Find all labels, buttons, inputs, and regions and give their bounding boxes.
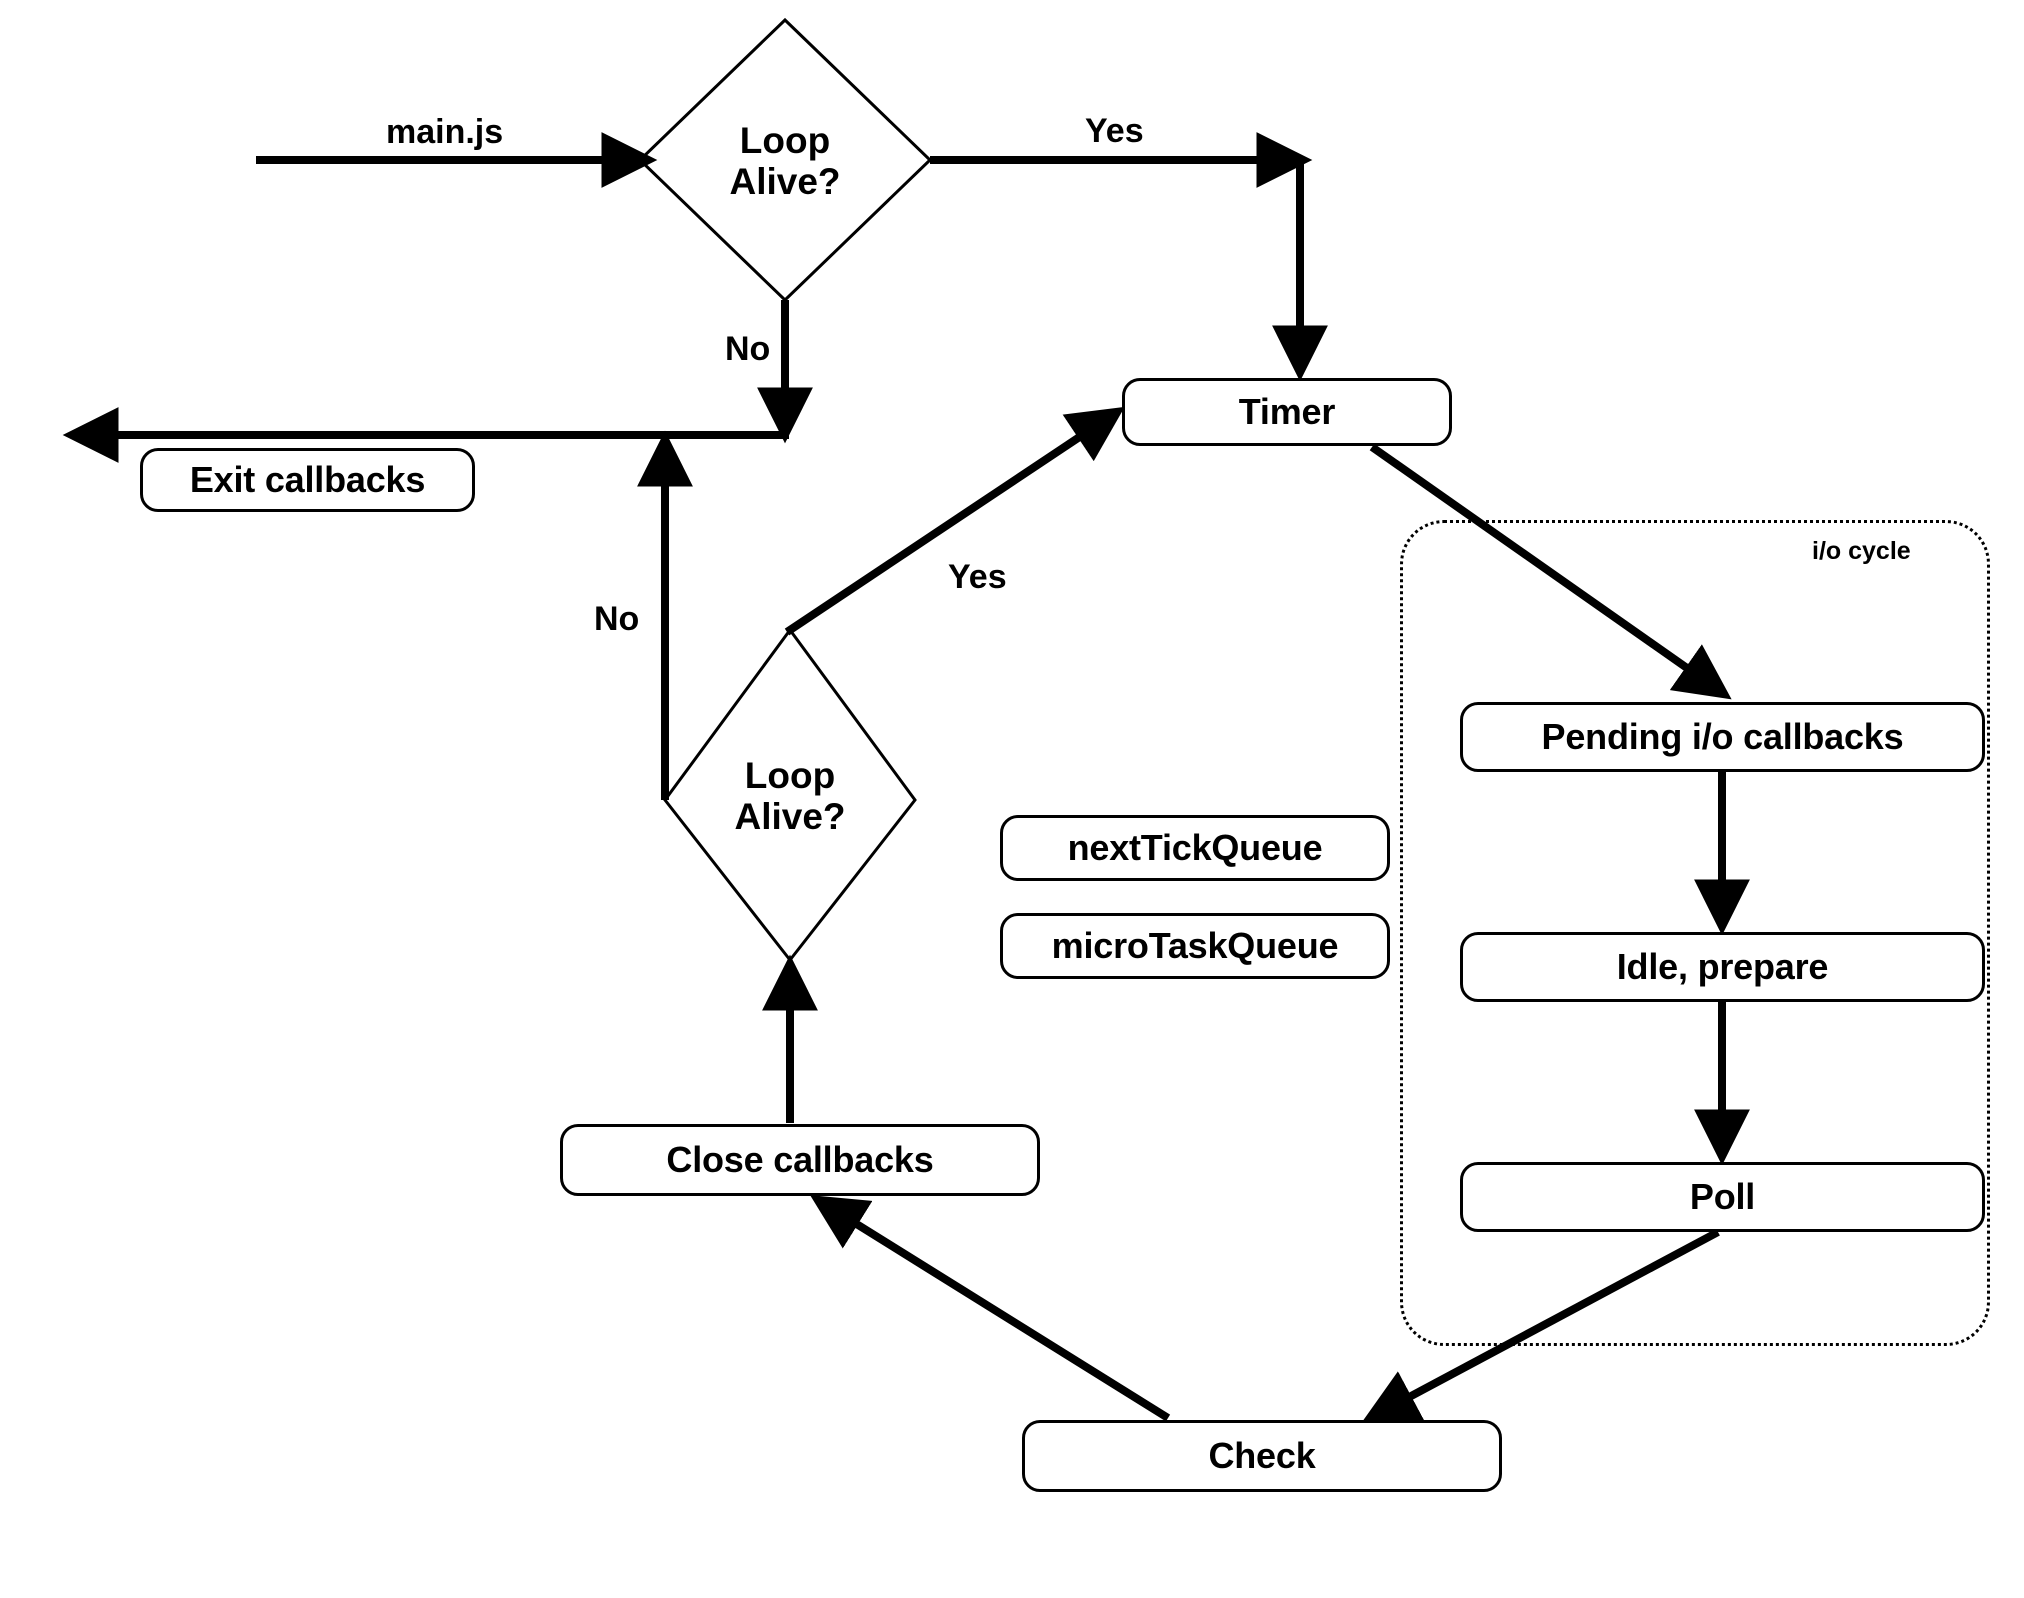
group-io-cycle — [1400, 520, 1990, 1346]
edge-label-no-top: No — [725, 330, 771, 368]
node-timer[interactable]: Timer — [1122, 378, 1452, 446]
edge-loop-alive-2-yes-to-timer — [784, 406, 1125, 636]
node-next-tick-queue-label: nextTickQueue — [1067, 827, 1323, 868]
node-micro-task-queue[interactable]: microTaskQueue — [1000, 913, 1390, 979]
edge-poll-to-check — [1361, 1228, 1720, 1423]
node-pending-io-callbacks[interactable]: Pending i/o callbacks — [1460, 702, 1985, 772]
node-micro-task-queue-label: microTaskQueue — [1051, 925, 1339, 966]
edge-label-yes-top: Yes — [1085, 112, 1144, 150]
node-poll-label: Poll — [1689, 1176, 1756, 1217]
node-pending-io-callbacks-label: Pending i/o callbacks — [1541, 716, 1904, 757]
node-poll[interactable]: Poll — [1460, 1162, 1985, 1232]
edge-label-yes-bottom: Yes — [948, 558, 1007, 596]
node-close-callbacks[interactable]: Close callbacks — [560, 1124, 1040, 1196]
node-check[interactable]: Check — [1022, 1420, 1502, 1492]
node-idle-prepare-label: Idle, prepare — [1616, 946, 1829, 987]
edge-label-no-bottom: No — [594, 600, 640, 638]
decision-loop-alive-2-shape — [663, 627, 917, 963]
node-check-label: Check — [1208, 1435, 1316, 1476]
group-io-cycle-label: i/o cycle — [1812, 537, 1911, 565]
decision-loop-alive-1-shape — [637, 17, 933, 303]
edge-check-to-close-callbacks — [810, 1195, 1171, 1422]
node-timer-label: Timer — [1238, 391, 1336, 432]
edge-timer-to-pending-io — [1369, 443, 1732, 700]
edge-label-main-js: main.js — [386, 113, 504, 151]
node-next-tick-queue[interactable]: nextTickQueue — [1000, 815, 1390, 881]
node-idle-prepare[interactable]: Idle, prepare — [1460, 932, 1985, 1002]
node-exit-callbacks-label: Exit callbacks — [189, 459, 426, 500]
node-close-callbacks-label: Close callbacks — [666, 1139, 934, 1180]
node-exit-callbacks[interactable]: Exit callbacks — [140, 448, 475, 512]
